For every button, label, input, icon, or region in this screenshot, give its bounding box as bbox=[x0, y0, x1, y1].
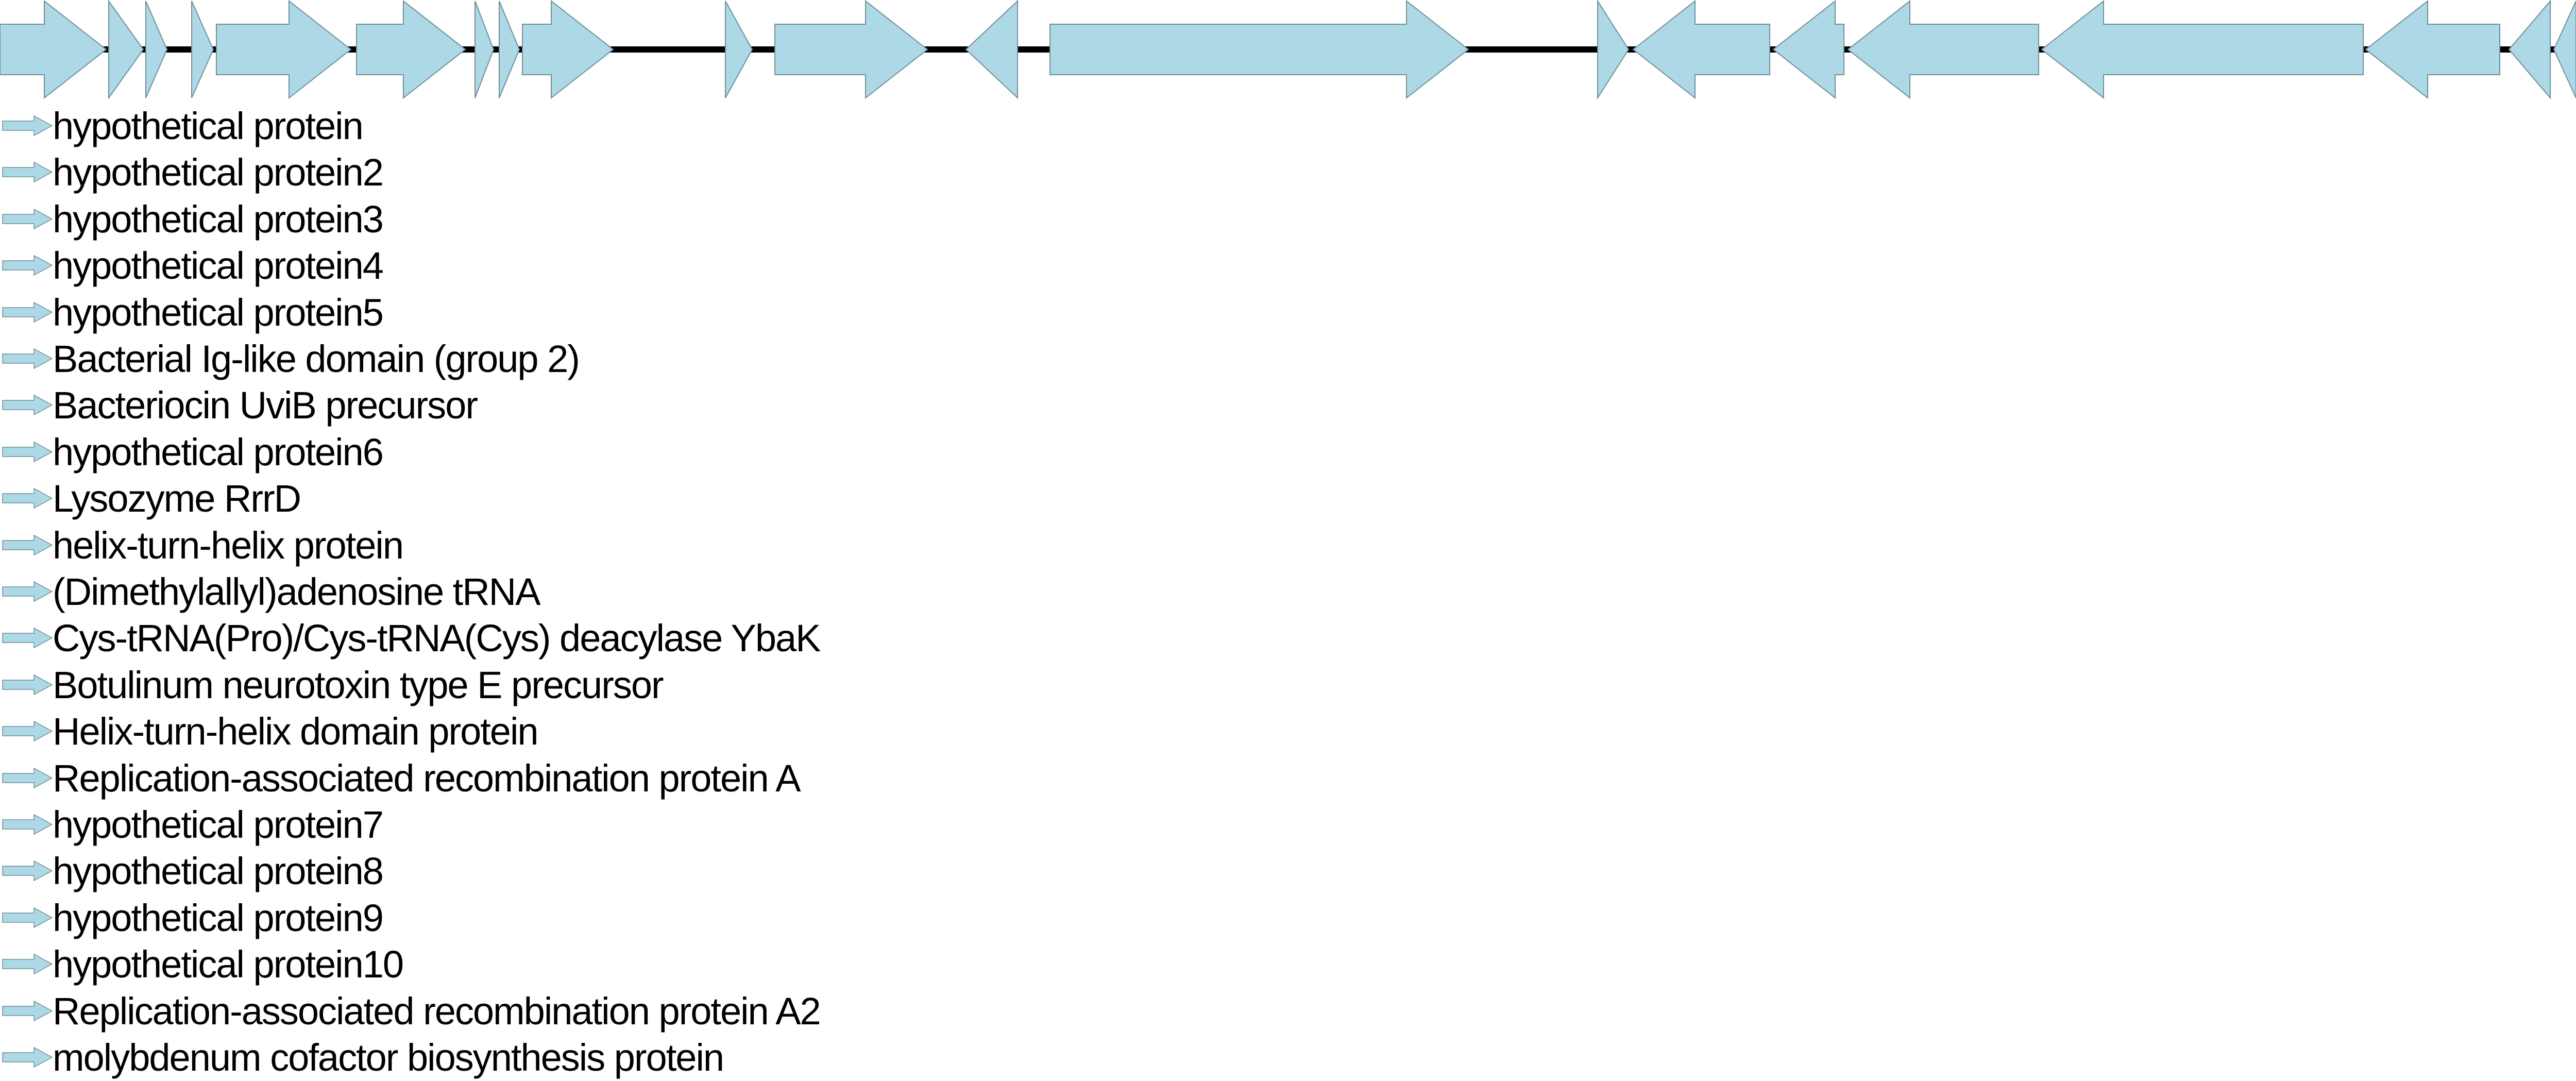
legend-label: hypothetical protein4 bbox=[53, 244, 384, 288]
legend-arrow-icon bbox=[2, 395, 53, 416]
legend-arrow-icon bbox=[2, 255, 53, 276]
legend-arrow-icon bbox=[2, 1047, 53, 1068]
legend-label: Helix-turn-helix domain protein bbox=[53, 710, 539, 753]
legend-arrow-icon bbox=[2, 674, 53, 695]
gene-arrow bbox=[191, 1, 214, 98]
gene-arrow bbox=[725, 1, 753, 98]
legend-item: Cys-tRNA(Pro)/Cys-tRNA(Cys) deacylase Yb… bbox=[0, 615, 1236, 662]
legend-arrow-icon bbox=[2, 534, 53, 555]
gene-arrow bbox=[1847, 0, 2039, 99]
legend-label: hypothetical protein bbox=[53, 105, 364, 147]
gene-arrow bbox=[145, 1, 168, 98]
legend-item: Lysozyme RrrD bbox=[0, 476, 1236, 522]
legend-label: hypothetical protein8 bbox=[53, 850, 384, 893]
gene-map bbox=[0, 0, 2576, 100]
legend-label: Bacteriocin UviB precursor bbox=[53, 384, 478, 427]
legend-item: hypothetical protein10 bbox=[0, 941, 1236, 988]
legend-item: hypothetical protein7 bbox=[0, 802, 1236, 848]
gene-arrow bbox=[522, 0, 614, 99]
gene-arrow bbox=[1632, 0, 1770, 99]
legend-label: Replication-associated recombination pro… bbox=[53, 989, 821, 1033]
legend-item: hypothetical protein5 bbox=[0, 290, 1236, 336]
legend-arrow-icon bbox=[2, 721, 53, 742]
legend-item: hypothetical protein4 bbox=[0, 243, 1236, 289]
legend-arrow-icon bbox=[2, 162, 53, 183]
legend-item: hypothetical protein8 bbox=[0, 848, 1236, 894]
legend-label: Lysozyme RrrD bbox=[53, 477, 301, 520]
legend-item: Replication-associated recombination pro… bbox=[0, 988, 1236, 1035]
gene-arrow bbox=[474, 1, 495, 98]
legend-arrow-icon bbox=[2, 115, 53, 136]
legend-arrow-icon bbox=[2, 581, 53, 602]
legend-item: hypothetical protein2 bbox=[0, 149, 1236, 196]
gene-arrow bbox=[774, 0, 928, 99]
legend-item: molybdenum cofactor biosynthesis protein bbox=[0, 1035, 1236, 1081]
legend-item: helix-turn-helix protein bbox=[0, 522, 1236, 569]
legend-arrow-icon bbox=[2, 907, 53, 928]
legend-item: hypothetical protein bbox=[0, 103, 1236, 149]
legend-label: helix-turn-helix protein bbox=[53, 523, 404, 567]
legend-item: Botulinum neurotoxin type E precursor bbox=[0, 662, 1236, 708]
gene-arrow bbox=[356, 0, 466, 99]
legend-arrow-icon bbox=[2, 208, 53, 229]
legend-item: hypothetical protein6 bbox=[0, 429, 1236, 476]
legend-arrow-icon bbox=[2, 348, 53, 369]
legend-label: Bacterial Ig-like domain (group 2) bbox=[53, 337, 580, 380]
legend-item: Bacterial Ig-like domain (group 2) bbox=[0, 336, 1236, 382]
legend-item: hypothetical protein9 bbox=[0, 895, 1236, 941]
gene-arrow bbox=[1772, 0, 1844, 99]
legend-item: Helix-turn-helix domain protein bbox=[0, 708, 1236, 755]
gene-arrow bbox=[2553, 1, 2576, 98]
legend-label: hypothetical protein2 bbox=[53, 151, 384, 194]
gene-arrows bbox=[0, 0, 2576, 100]
legend-arrow-icon bbox=[2, 767, 53, 788]
legend-label: Botulinum neurotoxin type E precursor bbox=[53, 663, 664, 706]
legend-arrow-icon bbox=[2, 441, 53, 462]
legend-item: Replication-associated recombination pro… bbox=[0, 755, 1236, 802]
gene-arrow bbox=[2041, 0, 2364, 99]
legend-arrow-icon bbox=[2, 860, 53, 882]
legend-item: (Dimethylallyl)adenosine tRNA bbox=[0, 569, 1236, 615]
legend-label: molybdenum cofactor biosynthesis protein bbox=[53, 1036, 724, 1079]
legend-arrow-icon bbox=[2, 1000, 53, 1021]
gene-arrow bbox=[108, 0, 144, 100]
gene-arrow bbox=[1597, 0, 1630, 100]
legend-item: Bacteriocin UviB precursor bbox=[0, 382, 1236, 429]
legend-arrow-icon bbox=[2, 814, 53, 835]
gene-arrow bbox=[2508, 0, 2551, 99]
legend-label: hypothetical protein3 bbox=[53, 197, 384, 241]
legend-label: (Dimethylallyl)adenosine tRNA bbox=[53, 570, 540, 613]
legend-label: hypothetical protein10 bbox=[53, 943, 404, 986]
legend-item: hypothetical protein3 bbox=[0, 196, 1236, 243]
gene-arrow bbox=[216, 0, 352, 99]
gene-arrow bbox=[499, 1, 520, 98]
legend-arrow-icon bbox=[2, 301, 53, 323]
legend-arrow-icon bbox=[2, 628, 53, 649]
legend-arrow-icon bbox=[2, 488, 53, 509]
gene-arrow bbox=[1049, 0, 1469, 99]
gene-arrow bbox=[0, 0, 107, 99]
legend-label: Replication-associated recombination pro… bbox=[53, 756, 801, 800]
gene-arrow bbox=[965, 0, 1018, 99]
legend-arrow-icon bbox=[2, 954, 53, 975]
legend-label: hypothetical protein5 bbox=[53, 291, 384, 334]
legend-label: hypothetical protein6 bbox=[53, 430, 384, 474]
legend-label: Cys-tRNA(Pro)/Cys-tRNA(Cys) deacylase Yb… bbox=[53, 617, 821, 660]
gene-arrow bbox=[2365, 0, 2500, 99]
legend-label: hypothetical protein9 bbox=[53, 896, 384, 939]
legend-label: hypothetical protein7 bbox=[53, 803, 384, 846]
